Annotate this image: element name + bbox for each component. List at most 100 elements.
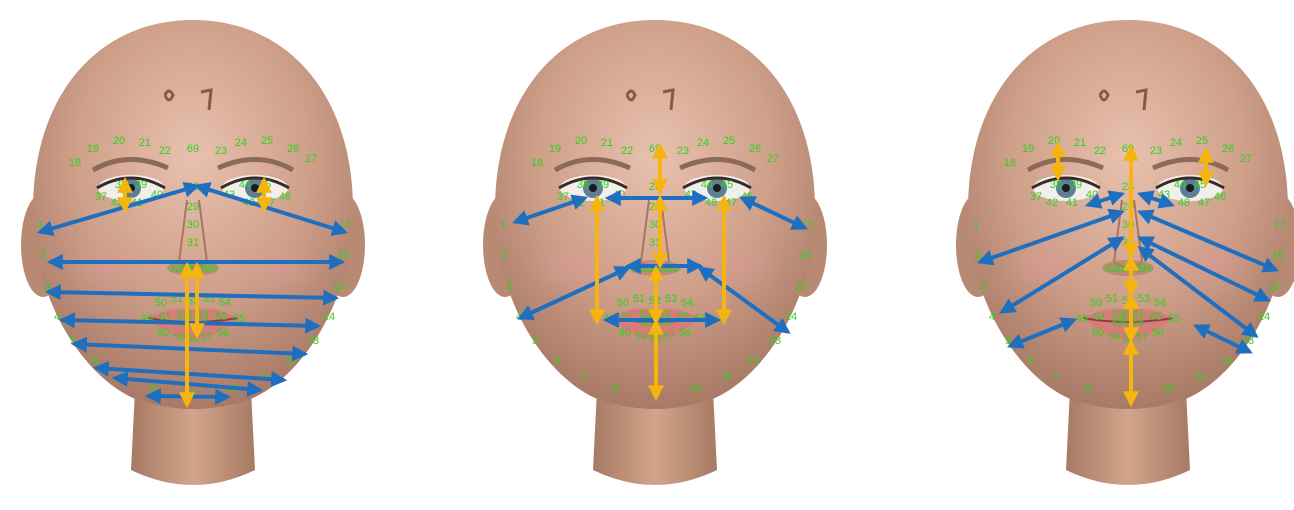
landmark-label: 12 xyxy=(1220,355,1232,367)
landmark-label: 6 xyxy=(1027,355,1033,367)
landmark-label: 41 xyxy=(1066,197,1078,209)
landmark-label: 2 xyxy=(502,249,508,261)
landmark-label: 56 xyxy=(679,327,691,339)
landmark-label: 13 xyxy=(1242,335,1254,347)
landmark-label: 65 xyxy=(1150,311,1162,323)
landmark-label: 37 xyxy=(95,191,107,203)
landmark-label: 53 xyxy=(665,293,677,305)
landmark-label: 39 xyxy=(1070,179,1082,191)
landmark-label: 2 xyxy=(975,249,981,261)
landmark-label: 44 xyxy=(701,179,713,191)
landmark-label: 53 xyxy=(1138,293,1150,305)
landmark-label: 21 xyxy=(601,137,613,149)
landmark-label: 13 xyxy=(307,335,319,347)
landmark-label: 22 xyxy=(159,145,171,157)
landmark-label: 57 xyxy=(1136,331,1148,343)
landmark-label: 3 xyxy=(506,281,512,293)
landmark-label: 25 xyxy=(1196,135,1208,147)
landmark-label: 25 xyxy=(261,135,273,147)
landmark-label: 6 xyxy=(92,355,98,367)
landmark-label: 47 xyxy=(725,197,737,209)
landmark-label: 8 xyxy=(150,383,156,395)
landmark-label: 14 xyxy=(785,311,797,323)
landmark-label: 3 xyxy=(979,281,985,293)
landmark-label: 15 xyxy=(1268,281,1280,293)
landmark-label: 14 xyxy=(323,311,335,323)
landmark-label: 10 xyxy=(1162,383,1174,395)
landmark-label: 69 xyxy=(187,143,199,155)
landmark-label: 18 xyxy=(1004,157,1016,169)
landmark-label: 16 xyxy=(1272,249,1284,261)
landmark-label: 50 xyxy=(155,297,167,309)
landmark-label: 56 xyxy=(1152,327,1164,339)
landmark-label: 61 xyxy=(1094,311,1106,323)
landmark-label: 24 xyxy=(235,137,247,149)
landmark-label: 59 xyxy=(635,331,647,343)
landmark-label: 25 xyxy=(723,135,735,147)
landmark-label: 48 xyxy=(1178,197,1190,209)
landmark-label: 68 xyxy=(1112,317,1124,329)
landmark-label: 29 xyxy=(187,201,199,213)
landmark-label: 46 xyxy=(1214,191,1226,203)
landmark-label: 21 xyxy=(139,137,151,149)
landmark-label: 24 xyxy=(1170,137,1182,149)
landmark-label: 51 xyxy=(1106,293,1118,305)
landmark-label: 18 xyxy=(531,157,543,169)
landmark-label: 51 xyxy=(633,293,645,305)
landmark-label: 6 xyxy=(554,355,560,367)
landmark-label: 38 xyxy=(1050,179,1062,191)
landmark-label: 60 xyxy=(1092,327,1104,339)
landmark-label: 65 xyxy=(215,311,227,323)
landmark-label: 44 xyxy=(1174,179,1186,191)
landmark-label: 27 xyxy=(1240,153,1252,165)
landmark-label: 22 xyxy=(1094,145,1106,157)
landmark-label: 24 xyxy=(697,137,709,149)
landmark-label: 2 xyxy=(40,249,46,261)
landmark-label: 37 xyxy=(1030,191,1042,203)
landmark-label: 7 xyxy=(1053,371,1059,383)
landmark-label: 60 xyxy=(619,327,631,339)
landmark-label: 57 xyxy=(201,331,213,343)
landmark-label: 4 xyxy=(54,311,60,323)
landmark-label: 55 xyxy=(1168,313,1180,325)
landmark-label: 8 xyxy=(612,383,618,395)
landmark-label: 20 xyxy=(575,135,587,147)
landmark-label: 11 xyxy=(721,371,732,383)
landmark-label: 47 xyxy=(1198,197,1210,209)
landmark-label: 54 xyxy=(1154,297,1166,309)
landmark-label: 26 xyxy=(749,143,761,155)
landmark-label: 30 xyxy=(187,219,199,231)
landmark-label: 36 xyxy=(1140,263,1152,275)
landmark-label: 12 xyxy=(285,355,297,367)
landmark-label: 38 xyxy=(577,179,589,191)
landmark-label: 59 xyxy=(173,331,185,343)
landmark-label: 26 xyxy=(287,143,299,155)
landmark-label: 26 xyxy=(1222,143,1234,155)
landmark-label: 7 xyxy=(580,371,586,383)
landmark-label: 21 xyxy=(1074,137,1086,149)
landmark-label: 16 xyxy=(337,249,349,261)
landmark-label: 23 xyxy=(1150,145,1162,157)
landmark-label: 44 xyxy=(239,179,251,191)
landmark-label: 36 xyxy=(205,263,217,275)
landmark-label: 20 xyxy=(113,135,125,147)
landmark-label: 40 xyxy=(1086,189,1098,201)
landmark-label: 50 xyxy=(1090,297,1102,309)
landmark-label: 27 xyxy=(767,153,779,165)
landmark-label: 56 xyxy=(217,327,229,339)
landmark-label: 39 xyxy=(597,179,609,191)
landmark-label: 19 xyxy=(549,143,561,155)
landmark-label: 23 xyxy=(677,145,689,157)
landmark-label: 50 xyxy=(617,297,629,309)
landmark-label: 13 xyxy=(769,335,781,347)
landmark-label: 27 xyxy=(305,153,317,165)
landmark-label: 1 xyxy=(973,219,979,231)
landmark-label: 57 xyxy=(663,331,675,343)
landmark-label: 16 xyxy=(799,249,811,261)
landmark-label: 22 xyxy=(621,145,633,157)
landmark-label: 45 xyxy=(721,179,733,191)
landmark-label: 11 xyxy=(1194,371,1205,383)
landmark-label: 12 xyxy=(747,355,759,367)
landmark-label: 39 xyxy=(135,179,147,191)
